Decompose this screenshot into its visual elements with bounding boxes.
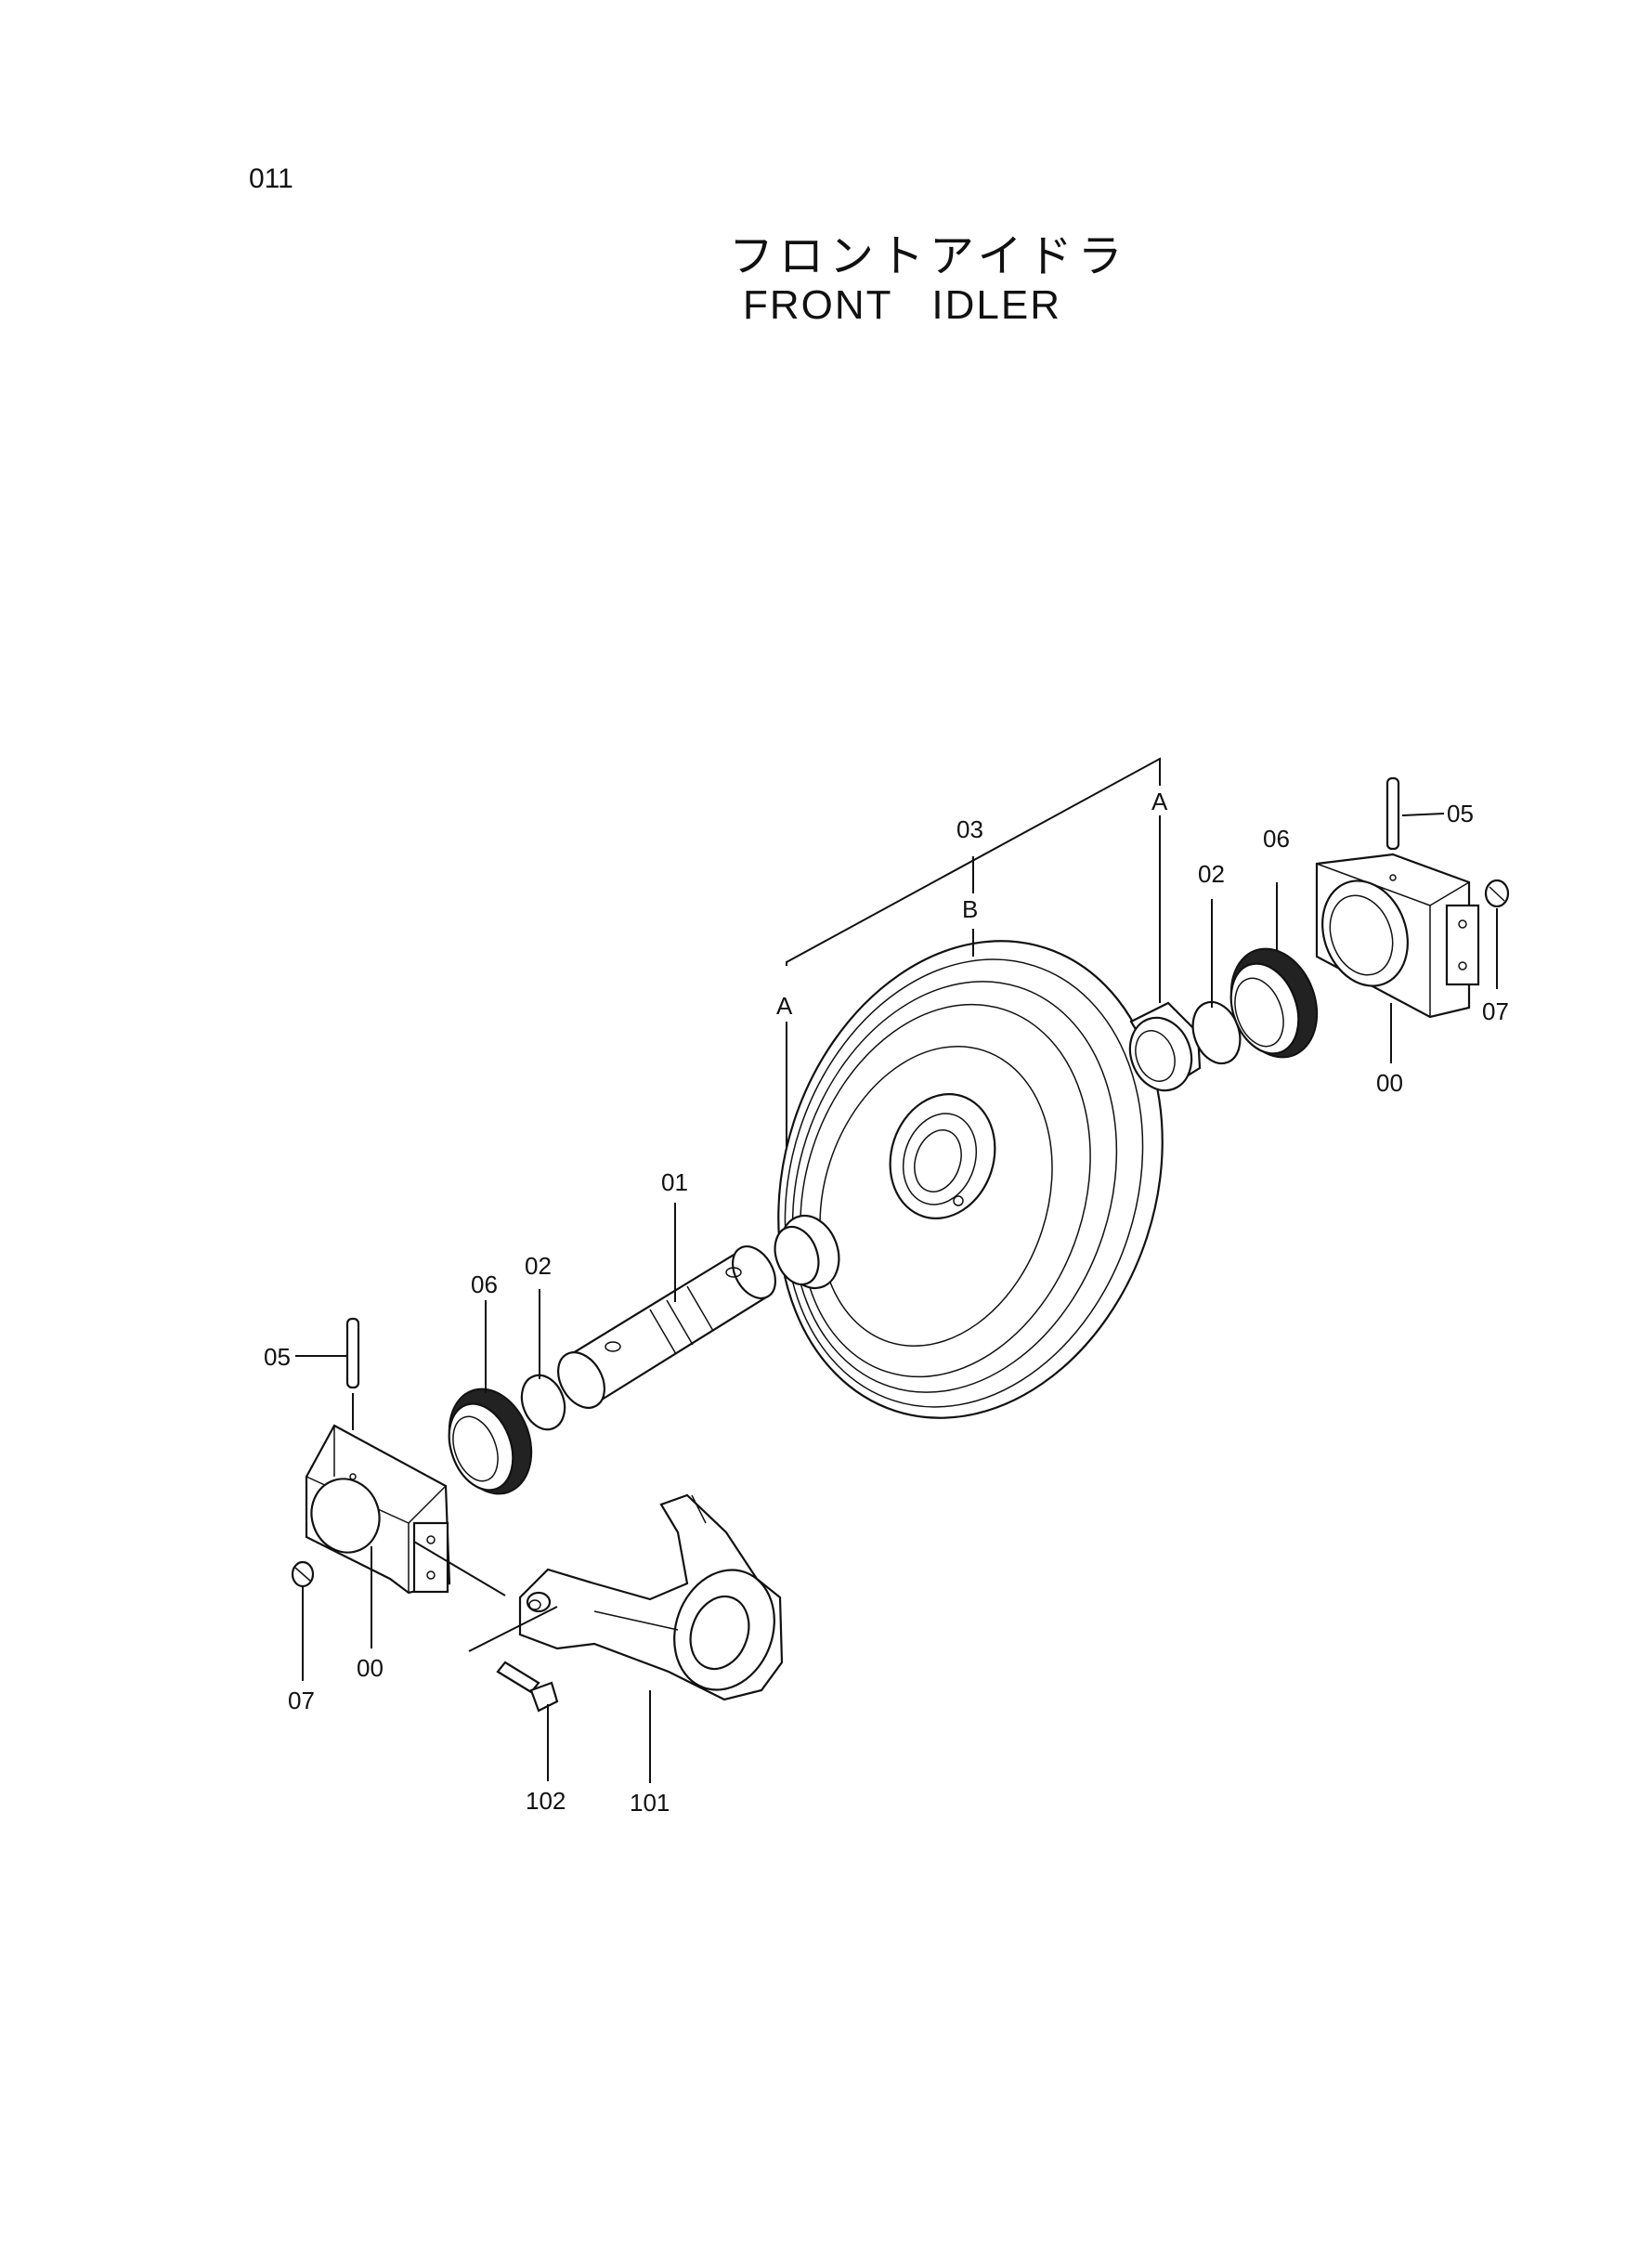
pin-left	[345, 1317, 360, 1430]
bolt	[496, 1661, 559, 1713]
callout-00-right: 00	[1376, 1069, 1403, 1097]
o-ring-left	[520, 1374, 566, 1431]
bushing-right	[1128, 1001, 1202, 1092]
plug-right	[1484, 879, 1510, 908]
callout-101: 101	[630, 1789, 670, 1817]
callout-labels: 05 06 02 A 03 B 07 00 A 01 02 06 05 07 0…	[264, 788, 1509, 1817]
bearing-block-right	[1315, 853, 1480, 1019]
idler-wheel	[777, 940, 1164, 1419]
callout-02-left: 02	[525, 1252, 552, 1280]
callout-01: 01	[661, 1168, 688, 1196]
callout-03: 03	[956, 815, 983, 843]
callout-06-right: 06	[1263, 825, 1290, 853]
page-number: 011	[249, 163, 293, 194]
shaft	[557, 1245, 777, 1409]
callout-00-left: 00	[357, 1654, 384, 1682]
leader-lines	[295, 813, 1498, 1783]
callout-05-right: 05	[1447, 800, 1474, 827]
callout-102: 102	[526, 1787, 566, 1815]
yoke	[518, 1493, 784, 1701]
callout-07-left: 07	[288, 1687, 315, 1714]
callout-a-left: A	[776, 992, 793, 1020]
seal-left	[448, 1388, 533, 1495]
callout-b: B	[962, 895, 978, 923]
plug-left	[291, 1560, 315, 1588]
seal-right	[1229, 947, 1319, 1059]
title-japanese: フロントアイドラ	[729, 230, 1128, 282]
callout-06-left: 06	[471, 1270, 498, 1298]
callout-02-right: 02	[1198, 860, 1225, 888]
title-english: FRONT IDLER	[743, 282, 1062, 328]
callout-07-right: 07	[1482, 997, 1509, 1025]
bearing-block-left	[305, 1424, 451, 1595]
callout-a-right: A	[1151, 788, 1168, 815]
bushing-left	[774, 1214, 840, 1290]
callout-05-left: 05	[264, 1343, 291, 1371]
